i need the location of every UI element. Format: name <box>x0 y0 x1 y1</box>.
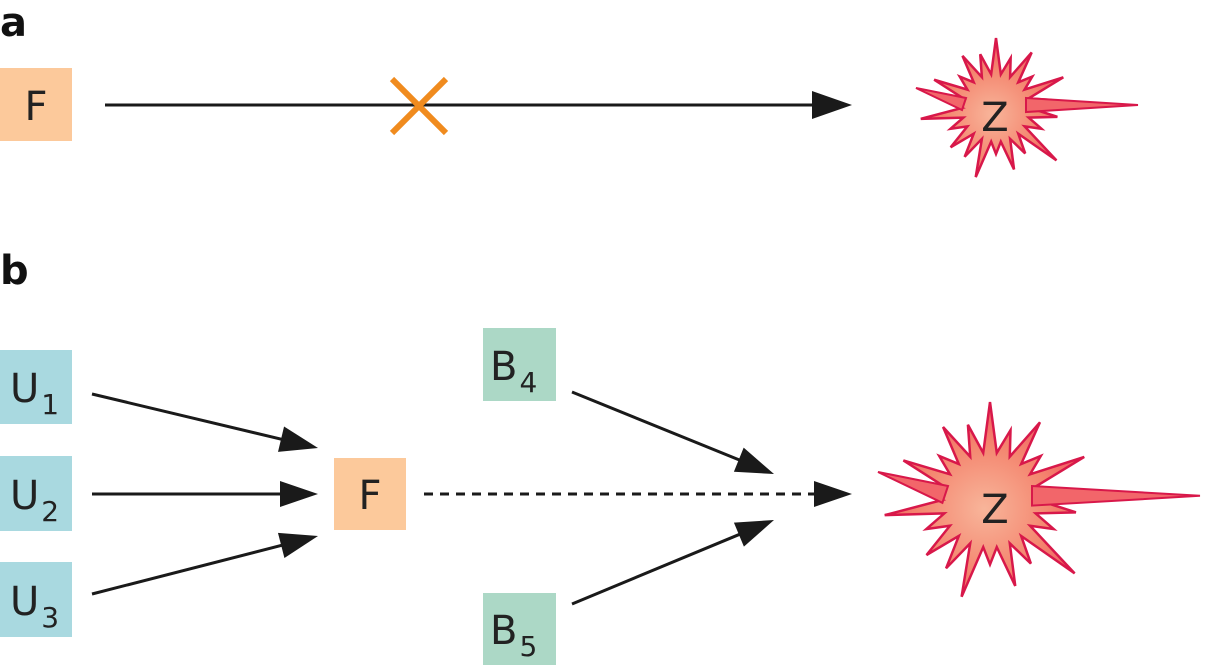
edge-u2-to-f <box>92 481 318 507</box>
panel-a-arrowhead <box>812 91 852 119</box>
edge-u3-to-f <box>91 532 318 596</box>
input-u2-label: U2 <box>10 473 59 528</box>
panel-a-label: a <box>0 0 27 46</box>
edge-u1-to-f <box>91 392 318 452</box>
panel-a-source-box <box>0 68 72 141</box>
edge-b5-modifier <box>571 520 774 606</box>
modifier-b5-label: B5 <box>490 608 537 663</box>
panel-a-target-label: Z <box>981 95 1008 141</box>
modifier-b4-label: B4 <box>490 344 537 399</box>
modifier-b5-box <box>483 593 556 665</box>
panel-b-label: b <box>0 248 29 294</box>
blocked-cross-icon <box>389 76 449 136</box>
mediator-f-label: F <box>358 473 381 519</box>
input-u3-box <box>0 562 72 637</box>
modifier-b4-box <box>483 328 556 401</box>
input-u3-label: U3 <box>10 579 59 634</box>
mediator-f-box <box>334 458 406 530</box>
input-u2-box <box>0 456 72 531</box>
panel-a-source-label: F <box>24 84 47 130</box>
panel-b-target-label: Z <box>981 487 1008 533</box>
panel-a-outcome-burst-icon <box>915 37 1139 178</box>
input-u1-label: U1 <box>10 366 59 421</box>
edge-f-to-z-dashed <box>424 481 852 507</box>
input-u1-box <box>0 350 72 424</box>
edge-b4-modifier <box>571 390 774 474</box>
panel-b-outcome-burst-icon <box>877 401 1201 598</box>
